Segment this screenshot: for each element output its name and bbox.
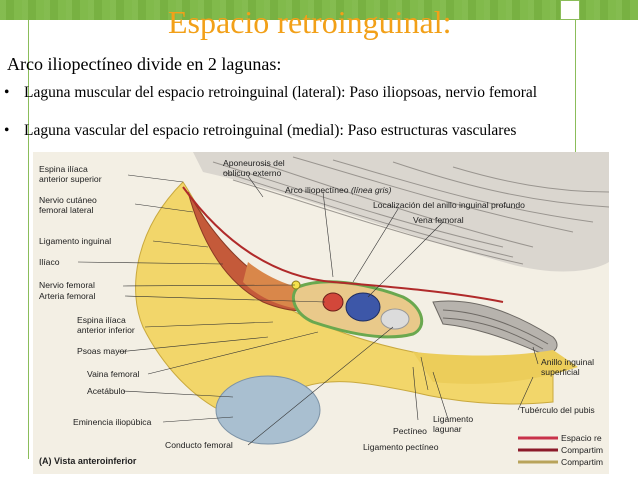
anatomy-figure: Espina ilíaca anterior superior Nervio c… [33,152,609,474]
label-aponeurosis: Aponeurosis del [223,158,285,168]
label-eminencia-iliopubica: Eminencia iliopúbica [73,417,152,427]
label-espina-iliaca-as: Espina ilíaca [39,164,88,174]
legend-item-compartimento-2: Compartim [561,457,604,467]
label-vaina-femoral: Vaina femoral [87,369,140,379]
label-acetabulo: Acetábulo [87,386,126,396]
label-aponeurosis-2: oblicuo externo [223,168,282,178]
label-espina-iliaca-ai: Espina ilíaca [77,315,126,325]
label-anillo-superficial-2: superficial [541,367,580,377]
bullet-item: • Laguna vascular del espacio retroinguin… [4,122,516,140]
label-arco-iliopectineo-text: Arco iliopectíneo [285,185,349,195]
label-ligamento-lagunar-2: lagunar [433,424,462,434]
bullet-symbol: • [4,84,10,101]
anatomy-illustration [33,152,609,474]
legend-item-espacio: Espacio re [561,433,602,443]
label-nervio-cutaneo-2: femoral lateral [39,205,94,215]
label-anillo-superficial: Anillo inguinal [541,357,595,367]
bullet-text: Laguna muscular del espacio retroinguina… [24,84,538,101]
label-nervio-cutaneo: Nervio cutáneo [39,195,97,205]
label-arteria-femoral: Arteria femoral [39,291,96,301]
label-tuberculo-pubis: Tubérculo del pubis [520,405,595,415]
label-nervio-femoral: Nervio femoral [39,280,95,290]
label-ligamento-inguinal: Ligamento inguinal [39,236,112,246]
label-ligamento-lagunar: Ligamento [433,414,474,424]
figure-caption: (A) Vista anteroinferior [39,456,137,466]
label-psoas-mayor: Psoas mayor [77,346,128,356]
label-ligamento-pectineo: Ligamento pectíneo [363,442,439,452]
label-espina-iliaca-ai-2: anterior inferior [77,325,135,335]
bullet-text: Laguna vascular del espacio retroinguina… [24,122,517,139]
label-linea-gris: (línea gris) [350,185,392,195]
label-pectineo: Pectíneo [393,426,427,436]
legend-item-compartimento-1: Compartim [561,445,604,455]
bullet-symbol: • [4,122,10,139]
label-espina-iliaca-as-2: anterior superior [39,174,102,184]
label-anillo-profundo: Localización del anillo inguinal profund… [373,200,525,210]
slide-subtitle: Arco iliopectíneo divide en 2 lagunas: [7,54,282,74]
corner-decoration [560,0,580,20]
slide-title: Espacio retroinguinal: [168,4,452,40]
bullet-item: • Laguna muscular del espacio retroinguin… [4,84,537,102]
label-iliaco: Ilíaco [39,257,60,267]
label-conducto-femoral: Conducto femoral [165,440,233,450]
label-vena-femoral: Vena femoral [413,215,464,225]
label-arco-iliopectineo: Arco iliopectíneo (línea gris) [285,185,392,195]
